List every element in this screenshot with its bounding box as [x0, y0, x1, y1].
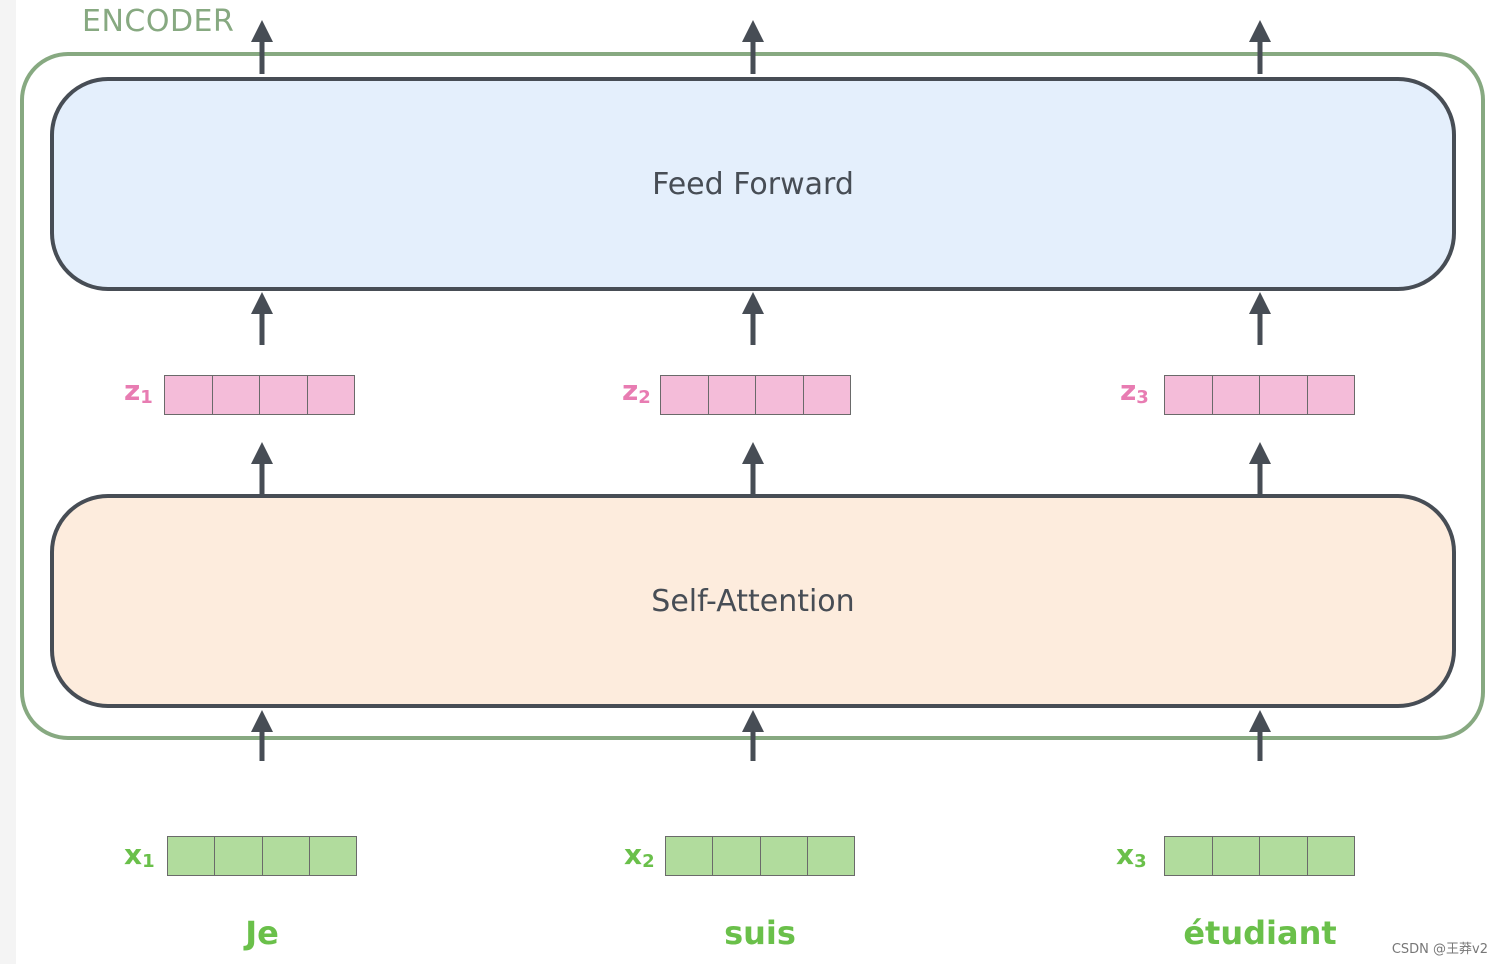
- arrow-up-icon: [1249, 292, 1271, 345]
- x1-vector: [167, 836, 357, 876]
- arrow-up-icon: [251, 442, 273, 494]
- arrow-up-icon: [742, 710, 764, 761]
- arrow-up-icon: [251, 710, 273, 761]
- arrow-up-icon: [251, 20, 273, 74]
- z1-vector: [164, 375, 355, 415]
- x3-label: x3: [1116, 838, 1147, 872]
- feed-forward-block: Feed Forward: [50, 77, 1456, 291]
- word-je: Je: [245, 914, 279, 952]
- word-etudiant: étudiant: [1183, 914, 1337, 952]
- arrow-up-icon: [1249, 442, 1271, 494]
- arrow-up-icon: [742, 292, 764, 345]
- z3-label: z3: [1120, 374, 1149, 408]
- x2-label: x2: [624, 838, 655, 872]
- arrow-up-icon: [251, 292, 273, 345]
- self-attention-block: Self-Attention: [50, 494, 1456, 708]
- z2-label: z2: [622, 374, 651, 408]
- arrow-up-icon: [742, 20, 764, 74]
- x3-vector: [1164, 836, 1355, 876]
- z1-label: z1: [124, 374, 153, 408]
- x1-label: x1: [124, 838, 155, 872]
- feed-forward-label: Feed Forward: [652, 166, 854, 202]
- watermark: CSDN @王莽v2: [1391, 942, 1488, 957]
- arrow-up-icon: [1249, 710, 1271, 761]
- arrow-up-icon: [1249, 20, 1271, 74]
- encoder-label: ENCODER: [82, 4, 235, 39]
- z2-vector: [660, 375, 851, 415]
- left-edge-strip: [0, 0, 16, 964]
- x2-vector: [665, 836, 855, 876]
- z3-vector: [1164, 375, 1355, 415]
- word-suis: suis: [724, 914, 796, 952]
- self-attention-label: Self-Attention: [651, 583, 855, 619]
- arrow-up-icon: [742, 442, 764, 494]
